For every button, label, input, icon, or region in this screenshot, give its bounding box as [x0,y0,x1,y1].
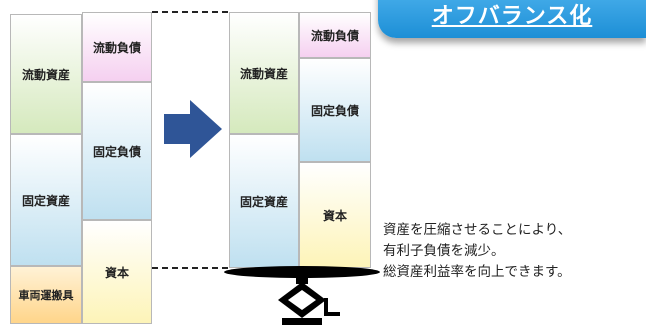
bottom-dashed-line [152,267,228,269]
after-current-liabilities: 流動負債 [299,12,371,58]
description-line: 資産を圧縮させることにより、 [383,222,572,238]
off-balance-banner: オフバランス化 [378,0,646,38]
description-line: 有利子負債を減少。 [383,243,505,259]
after-current-assets: 流動資産 [229,12,299,134]
before-equity: 資本 [82,220,152,324]
before-vehicles: 車両運搬具 [10,266,82,324]
car-jack-icon [224,266,380,325]
after-fixed-liabilities: 固定負債 [299,58,371,162]
right-arrow-icon [164,100,222,158]
after-fixed-assets: 固定資産 [229,134,299,268]
before-current-liabilities: 流動負債 [82,12,152,82]
top-dashed-line [152,11,228,13]
banner-label: オフバランス化 [431,4,593,29]
description-line: 総資産利益率を向上できます。 [383,264,571,280]
before-current-assets: 流動資産 [10,14,82,134]
description: 資産を圧縮させることにより、 有利子負債を減少。 総資産利益率を向上できます。 [383,220,571,283]
before-fixed-assets: 固定資産 [10,134,82,266]
after-equity: 資本 [299,162,371,268]
before-fixed-liabilities: 固定負債 [82,82,152,220]
